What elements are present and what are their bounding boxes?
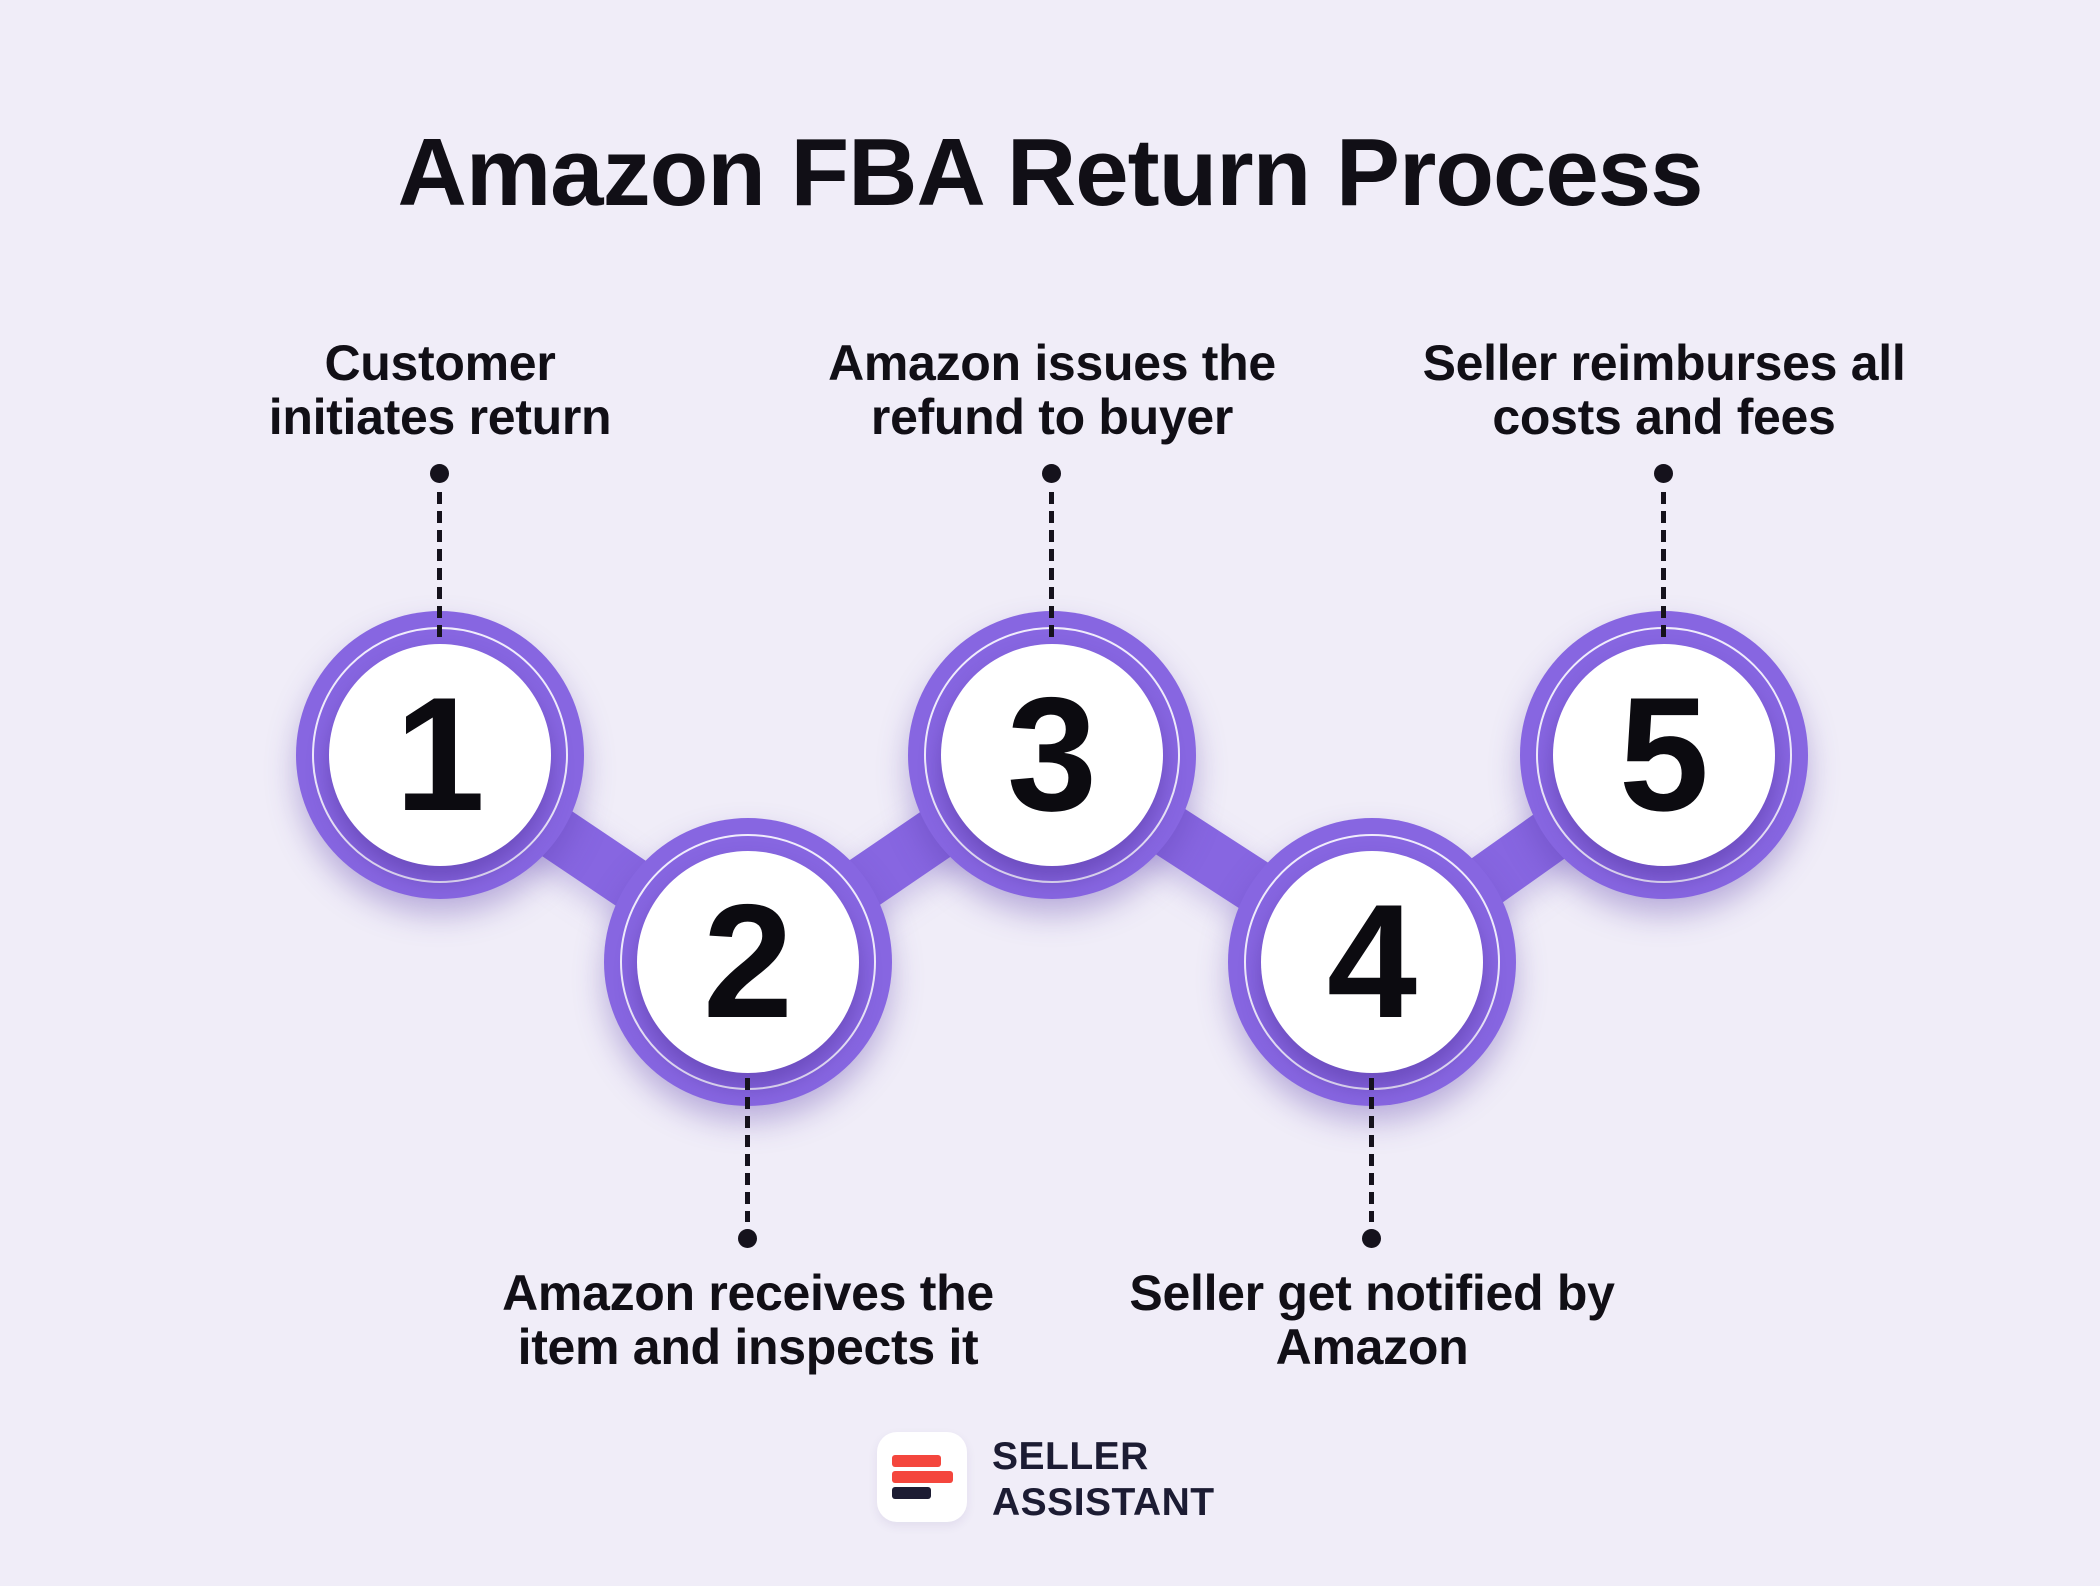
step-1-label: Customer initiates return [190, 336, 690, 444]
step-label-line: initiates return [268, 389, 612, 445]
step-3-disc: 3 [941, 644, 1163, 866]
seller-assistant-icon [877, 1432, 967, 1522]
dashed-line [1049, 492, 1054, 640]
step-number: 3 [1006, 664, 1098, 845]
step-1-disc: 1 [329, 644, 551, 866]
step-label-line: item and inspects it [517, 1319, 979, 1375]
step-4-disc: 4 [1261, 851, 1483, 1073]
step-label-line: Amazon issues the [828, 335, 1276, 391]
step-number: 5 [1618, 664, 1710, 845]
step-number: 1 [394, 664, 486, 845]
logo-wordmark: SELLER ASSISTANT [992, 1434, 1215, 1526]
logo-text-line: SELLER [992, 1435, 1149, 1478]
step-label-line: Seller reimburses all [1422, 335, 1906, 391]
step-label-line: Amazon receives the [502, 1265, 994, 1321]
logo-text-line: ASSISTANT [992, 1481, 1215, 1524]
step-5-label: Seller reimburses all costs and fees [1404, 336, 1924, 444]
dashed-line [745, 1078, 750, 1222]
step-2-label: Amazon receives the item and inspects it [468, 1266, 1028, 1374]
dashed-line [1369, 1078, 1374, 1222]
step-label-line: costs and fees [1492, 389, 1836, 445]
step-1-circle: 1 [296, 611, 584, 899]
step-3-label: Amazon issues the refund to buyer [792, 336, 1312, 444]
connector-dot [738, 1229, 757, 1248]
step-label-line: Seller get notified by [1129, 1265, 1615, 1321]
step-4-circle: 4 [1228, 818, 1516, 1106]
step-label-line: refund to buyer [870, 389, 1234, 445]
step-2-circle: 2 [604, 818, 892, 1106]
step-5-disc: 5 [1553, 644, 1775, 866]
dashed-line [1661, 492, 1666, 640]
connector-dot [1042, 464, 1061, 483]
connector-dot [1654, 464, 1673, 483]
logo-bar-dark-bottom [892, 1487, 931, 1499]
connector-dot [430, 464, 449, 483]
step-label-line: Customer [324, 335, 556, 391]
step-label-line: Amazon [1275, 1319, 1469, 1375]
seller-assistant-logo: SELLER ASSISTANT [877, 1432, 1215, 1526]
connector-dot [1362, 1229, 1381, 1248]
step-number: 4 [1326, 871, 1418, 1052]
dashed-line [437, 492, 442, 640]
step-2-disc: 2 [637, 851, 859, 1073]
step-3-circle: 3 [908, 611, 1196, 899]
step-4-label: Seller get notified by Amazon [1092, 1266, 1652, 1374]
page-title: Amazon FBA Return Process [397, 119, 1703, 226]
logo-bar-red-middle [892, 1471, 953, 1483]
logo-bar-red-top [892, 1455, 941, 1467]
step-5-circle: 5 [1520, 611, 1808, 899]
step-number: 2 [702, 871, 794, 1052]
